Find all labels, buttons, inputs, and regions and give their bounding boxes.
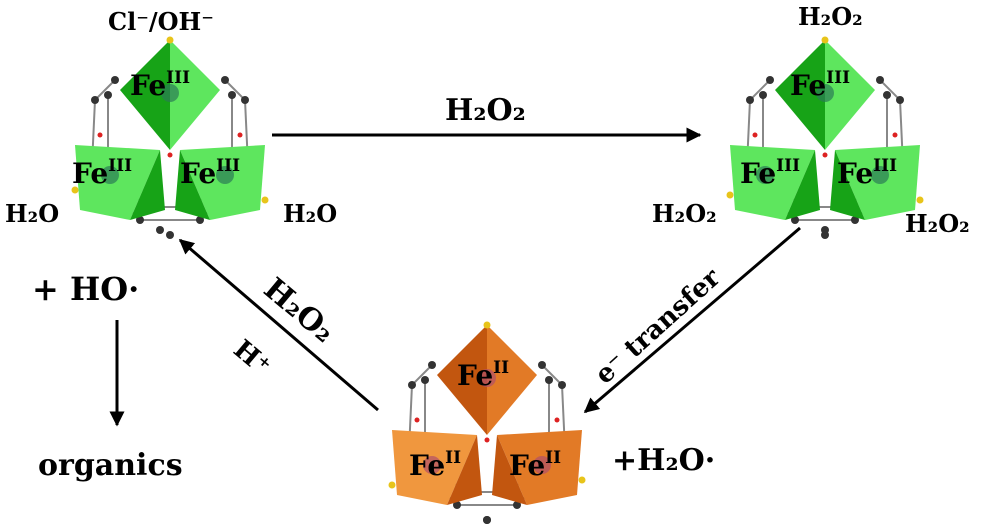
arrow-left (178, 238, 379, 412)
fe-label-top: FeIII (790, 68, 850, 102)
fe-octahedron-left (730, 145, 815, 220)
label-h2o-left: H₂O (5, 199, 59, 228)
fe-label-right: FeIII (180, 156, 240, 190)
label-organics: organics (38, 448, 183, 483)
fe-octahedron-top (120, 40, 170, 150)
label-h2o-right: H₂O (283, 199, 337, 228)
fe-label-left: FeIII (72, 156, 132, 190)
arrow-right (583, 226, 801, 414)
fe-octahedron-top (775, 40, 825, 150)
label-plus-ho: + HO· (32, 270, 139, 308)
label-h2o2-top: H₂O₂ (798, 2, 863, 31)
fe-octahedron-top (437, 325, 487, 435)
fe-label-right: FeIII (837, 156, 897, 190)
fe-label-top: FeIII (130, 68, 190, 102)
label-arrow-left-1: H₂O₂ (257, 271, 341, 350)
cluster-top-right: FeIII FeIII FeIII (726, 36, 924, 240)
fe-label-top: FeII (457, 358, 509, 392)
cluster-bottom: FeII FeII FeII (388, 321, 586, 525)
label-cl-oh: Cl⁻/OH⁻ (108, 7, 214, 36)
fe-label-left: FeII (409, 448, 461, 482)
label-plus-h2o: +H₂O· (612, 443, 715, 478)
label-h2o2-right: H₂O₂ (905, 209, 970, 238)
cluster-top-left: FeIII FeIII FeIII (71, 36, 269, 240)
label-arrow-left-2: H⁺ (228, 334, 277, 382)
fe-octahedron-left (75, 145, 160, 220)
label-arrow-top: H₂O₂ (445, 93, 526, 128)
label-arrow-right: e⁻ transfer (590, 263, 727, 390)
fe-label-right: FeII (509, 448, 561, 482)
fe-label-left: FeIII (740, 156, 800, 190)
label-h2o2-left: H₂O₂ (652, 199, 717, 228)
fe-octahedron-top-face (170, 40, 220, 150)
